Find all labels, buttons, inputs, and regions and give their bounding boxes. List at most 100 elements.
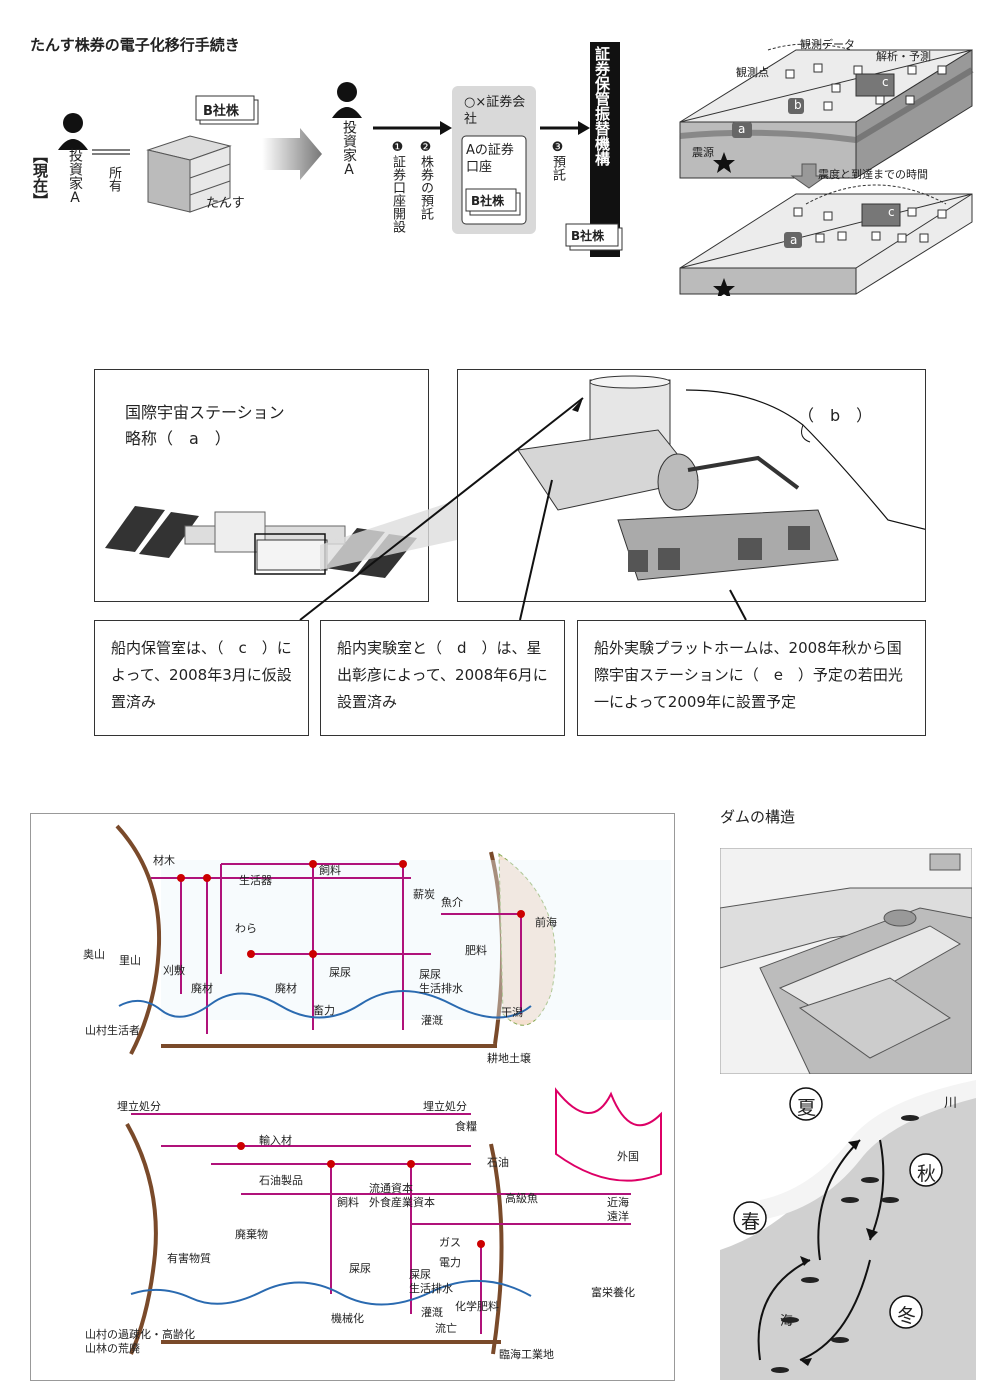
eco-fertilizer: 肥料 xyxy=(465,944,487,957)
caption-lab: 船内実験室と（ d ）は、星出彰彦によって、2008年6月に設置済み xyxy=(320,620,565,736)
eco-manure: 屎尿 xyxy=(329,966,351,979)
season-spring: 春 xyxy=(741,1211,761,1233)
eco-depop: 山村の過疎化・高齢化 xyxy=(85,1328,195,1341)
investor-icon xyxy=(332,82,362,118)
season-summer: 夏 xyxy=(797,1097,817,1119)
eco-mech: 機械化 xyxy=(331,1312,364,1325)
eco-villager: 山村生活者 xyxy=(85,1024,140,1037)
eco-straw: わら xyxy=(235,922,257,935)
obs-point-label: 観測点 xyxy=(736,66,769,79)
eco-runoff: 流亡 xyxy=(435,1322,457,1335)
season-winter-badge xyxy=(889,1295,923,1329)
stock-title: たんす株券の電子化移行手続き xyxy=(30,36,240,54)
c-label-2: c xyxy=(888,205,895,219)
tansu-icon xyxy=(146,135,232,213)
eco-drain-b: 生活排水 xyxy=(409,1282,453,1295)
eco-oil: 石油 xyxy=(487,1156,509,1169)
eco-manure2: 屎尿 xyxy=(419,968,441,981)
eco-food: 食糧 xyxy=(455,1120,477,1133)
eco-manure2-b: 屎尿 xyxy=(409,1268,431,1281)
dam-title: ダムの構造 xyxy=(720,808,796,826)
step1-label: ❶証券口座開設 xyxy=(390,140,405,233)
eco-trash: 廃棄物 xyxy=(235,1228,268,1241)
eco-dist: 流通資本 xyxy=(369,1182,413,1195)
eco-lumber: 材木 xyxy=(153,854,175,867)
eco-grass: 刈敷 xyxy=(163,964,185,977)
kibo-illustration xyxy=(517,375,925,581)
eco-near: 近海 xyxy=(607,1196,629,1209)
eco-petro: 石油製品 xyxy=(259,1174,303,1187)
stock-card-label-2: B社株 xyxy=(471,194,505,208)
agency-label: 証券保管振替機構 xyxy=(593,46,611,166)
season-autumn: 秋 xyxy=(917,1163,937,1185)
stock-diagram xyxy=(58,42,623,257)
tansu-label: たんす xyxy=(206,196,245,211)
eco-waste2: 廃材 xyxy=(275,982,297,995)
securities-label: ○×証券会社 xyxy=(464,95,526,127)
eco-eutro: 富栄養化 xyxy=(591,1286,635,1299)
eco-oku: 奥山 xyxy=(83,948,105,961)
investor-label: 投資家A xyxy=(67,148,83,206)
caption-storage: 船内保管室は、（ c ）によって、2008年3月に仮設置済み xyxy=(94,620,309,736)
eco-sato: 里山 xyxy=(119,954,141,967)
eco-tidal: 干潟 xyxy=(501,1006,523,1019)
season-spring-badge xyxy=(733,1201,767,1235)
iss-b-label: （ b ） xyxy=(798,406,873,425)
current-label: 【現在】 xyxy=(31,148,49,208)
eco-far: 遠洋 xyxy=(607,1210,629,1223)
eco-gas: ガス xyxy=(439,1236,461,1249)
eco-drain: 生活排水 xyxy=(419,982,463,995)
iss-connectors xyxy=(299,397,747,621)
eco-landfill2: 埋立処分 xyxy=(423,1100,467,1113)
analysis-label: 解析・予測 xyxy=(876,50,931,63)
eco-irrig-b: 灌漑 xyxy=(421,1306,443,1319)
eco-animal: 畜力 xyxy=(313,1004,335,1017)
step2-label: ❷株券の預託 xyxy=(418,140,433,220)
eco-living: 生活器 xyxy=(239,874,272,887)
stock-card-label: B社株 xyxy=(203,104,239,119)
iss-name: 国際宇宙ステーション xyxy=(125,403,285,422)
account-label: Aの証券口座 xyxy=(466,143,514,175)
eco-toxic: 有害物質 xyxy=(167,1252,211,1265)
iss-kibo-box: （ b ） xyxy=(457,369,926,602)
step3-label: ❸預託 xyxy=(550,140,565,181)
time-label: 震度と到達までの時間 xyxy=(818,168,928,181)
epicenter-star xyxy=(713,152,735,173)
eco-soil: 耕地土壌 xyxy=(487,1052,531,1065)
river-label: 川 xyxy=(944,1096,958,1111)
eco-power: 電力 xyxy=(439,1256,461,1269)
eco-coastal: 臨海工業地 xyxy=(499,1348,554,1361)
season-winter: 冬 xyxy=(897,1305,917,1327)
flow-arrow xyxy=(262,128,322,180)
b-label: b xyxy=(794,98,802,112)
salmon-diagram xyxy=(720,1080,976,1380)
a-label: a xyxy=(738,122,746,136)
agency-bar xyxy=(590,42,620,257)
eco-ruin: 山林の荒廃 xyxy=(85,1342,140,1355)
eco-diagram xyxy=(115,824,671,1355)
eco-fish: 魚介 xyxy=(441,896,463,909)
eco-luxury: 高級魚 xyxy=(505,1192,538,1205)
eco-foreign: 外国 xyxy=(617,1150,639,1163)
investor-label-2: 投資家A xyxy=(341,120,357,178)
eco-chem: 化学肥料 xyxy=(455,1300,499,1313)
eco-feed-b: 飼料 xyxy=(337,1196,359,1209)
dam-illustration xyxy=(720,848,972,1074)
investor-icon xyxy=(58,113,88,150)
iss-abbr: 略称（ a ） xyxy=(125,429,231,448)
season-summer-badge xyxy=(789,1087,823,1121)
eco-sea: 前海 xyxy=(535,916,557,929)
stock-card-label-3: B社株 xyxy=(571,229,605,243)
eco-frame: 材木 生活器 わら 飼料 薪炭 魚介 前海 奥山 里山 刈敷 肥料 屎尿 屎尿 … xyxy=(30,813,675,1381)
eco-landfill1: 埋立処分 xyxy=(117,1100,161,1113)
eco-waste1: 廃材 xyxy=(191,982,213,995)
own-label: 所有 xyxy=(106,166,121,192)
sea-label: 海 xyxy=(780,1314,794,1329)
caption-platform: 船外実験プラットホームは、2008年秋から国際宇宙ステーションに（ e ）予定の… xyxy=(577,620,926,736)
epicenter-label: 震源 xyxy=(692,146,714,159)
eco-irrig: 灌漑 xyxy=(421,1014,443,1027)
eco-manure-b: 屎尿 xyxy=(349,1262,371,1275)
eco-charcoal: 薪炭 xyxy=(413,888,435,901)
season-autumn-badge xyxy=(909,1153,943,1187)
obs-data-label: 観測データ xyxy=(800,38,855,51)
